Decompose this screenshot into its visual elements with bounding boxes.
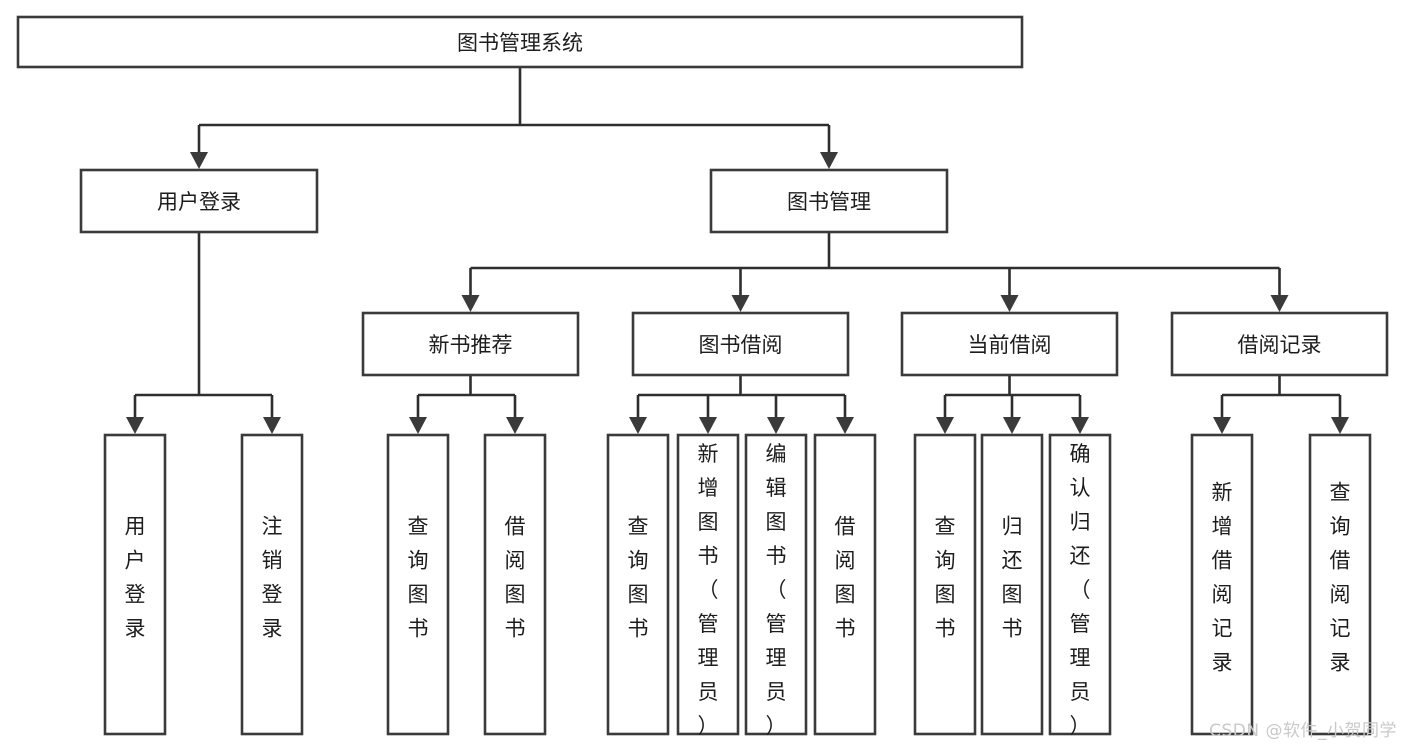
node-label: 借阅记录: [1238, 333, 1322, 357]
node-login[interactable]: 用户登录: [79, 168, 319, 234]
node-leaf-query-book-1[interactable]: 查询图书: [386, 433, 450, 736]
watermark-text: CSDN @软件_小贺同学: [1209, 721, 1397, 741]
node-label: 用户登录: [125, 515, 146, 641]
node-box: [1048, 433, 1112, 736]
node-box: [606, 433, 670, 736]
node-box: [79, 168, 319, 234]
node-label: 查询图书: [408, 515, 429, 641]
arrow-head-icon: [190, 152, 208, 169]
node-label: 注销登录: [262, 515, 283, 641]
node-box: [483, 433, 547, 736]
arrow-head-icon: [1000, 295, 1019, 312]
node-leaf-user-login[interactable]: 用户登录: [103, 433, 167, 736]
node-bookmgmt[interactable]: 图书管理: [709, 168, 949, 234]
node-box: [16, 15, 1024, 69]
node-record[interactable]: 借阅记录: [1170, 311, 1389, 377]
arrow-head-icon: [699, 417, 717, 434]
arrow-head-icon: [936, 417, 954, 434]
node-box: [900, 311, 1119, 377]
node-label: 图书管理系统: [457, 31, 583, 55]
arrow-head-icon: [820, 152, 838, 169]
connector-layer: [126, 67, 1349, 434]
node-leaf-query-book-2[interactable]: 查询图书: [606, 433, 670, 736]
arrow-head-icon: [409, 417, 427, 434]
node-root[interactable]: 图书管理系统: [16, 15, 1024, 69]
arrow-head-icon: [506, 417, 524, 434]
node-label: 新书推荐: [429, 333, 513, 357]
node-box: [1190, 433, 1254, 736]
node-box: [386, 433, 450, 736]
node-box: [744, 433, 808, 736]
node-label: 借阅图书: [835, 515, 856, 641]
node-current[interactable]: 当前借阅: [900, 311, 1119, 377]
node-box: [913, 433, 977, 736]
arrow-head-icon: [461, 295, 480, 312]
node-leaf-add-book[interactable]: 新增图书（管理员）: [676, 433, 740, 738]
node-newbook[interactable]: 新书推荐: [361, 311, 580, 377]
node-box: [631, 311, 850, 377]
node-leaf-query-record[interactable]: 查询借阅记录: [1308, 433, 1372, 736]
node-leaf-borrow-book-1[interactable]: 借阅图书: [483, 433, 547, 736]
node-label: 新增借阅记录: [1212, 481, 1233, 675]
arrow-head-icon: [263, 417, 281, 434]
node-label: 查询借阅记录: [1330, 481, 1351, 675]
node-box: [676, 433, 740, 736]
node-label: 用户登录: [157, 190, 241, 214]
node-box: [103, 433, 167, 736]
arrow-head-icon: [629, 417, 647, 434]
node-leaf-edit-book[interactable]: 编辑图书（管理员）: [744, 433, 808, 738]
node-label: 查询图书: [628, 515, 649, 641]
node-box: [813, 433, 877, 736]
arrow-head-icon: [1331, 417, 1349, 434]
node-box: [709, 168, 949, 234]
node-leaf-user-logout[interactable]: 注销登录: [240, 433, 304, 736]
node-label: 图书管理: [787, 190, 871, 214]
node-label: 查询图书: [935, 515, 956, 641]
node-box: [1308, 433, 1372, 736]
node-box: [1170, 311, 1389, 377]
node-label: 当前借阅: [968, 333, 1052, 357]
arrow-head-icon: [1213, 417, 1231, 434]
node-label: 新增图书（管理员）: [698, 442, 719, 738]
node-box: [980, 433, 1044, 736]
node-label: 编辑图书（管理员）: [766, 442, 787, 738]
arrow-head-icon: [1003, 417, 1021, 434]
node-layer: 图书管理系统用户登录图书管理新书推荐图书借阅当前借阅借阅记录用户登录注销登录查询…: [16, 15, 1389, 738]
node-box: [361, 311, 580, 377]
arrow-head-icon: [126, 417, 144, 434]
node-label: 图书借阅: [699, 333, 783, 357]
node-leaf-query-book-3[interactable]: 查询图书: [913, 433, 977, 736]
arrow-head-icon: [1071, 417, 1089, 434]
arrow-head-icon: [836, 417, 854, 434]
node-label: 借阅图书: [505, 515, 526, 641]
node-leaf-confirm-return[interactable]: 确认归还（管理员）: [1048, 433, 1112, 738]
node-leaf-add-record[interactable]: 新增借阅记录: [1190, 433, 1254, 736]
node-leaf-borrow-book-2[interactable]: 借阅图书: [813, 433, 877, 736]
node-box: [240, 433, 304, 736]
node-label: 归还图书: [1002, 515, 1023, 641]
arrow-head-icon: [1270, 295, 1289, 312]
node-borrow[interactable]: 图书借阅: [631, 311, 850, 377]
node-label: 确认归还（管理员）: [1070, 442, 1091, 738]
arrow-head-icon: [767, 417, 785, 434]
arrow-head-icon: [731, 295, 750, 312]
node-leaf-return-book[interactable]: 归还图书: [980, 433, 1044, 736]
